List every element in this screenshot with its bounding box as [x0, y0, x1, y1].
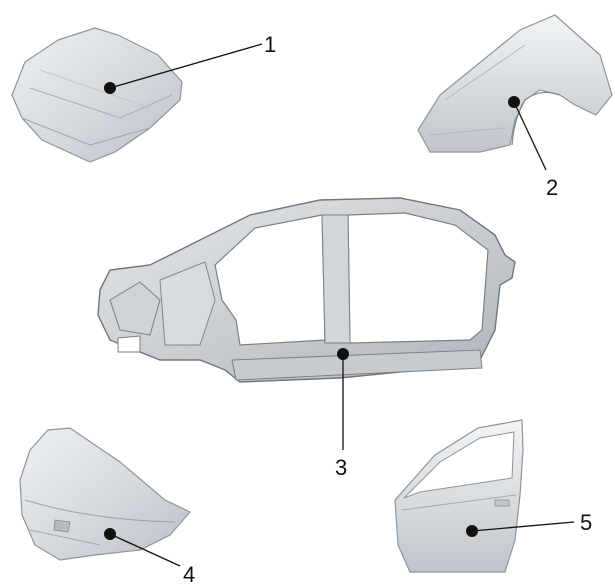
trunk-lid-panel — [20, 428, 190, 560]
body-side-frame-panel — [98, 198, 515, 382]
front-fender-panel — [418, 15, 612, 152]
callout-number: 2 — [546, 175, 558, 200]
callout-number: 5 — [580, 510, 592, 535]
callout-number: 1 — [264, 32, 276, 57]
hood-panel — [12, 28, 182, 162]
front-door-panel — [395, 420, 523, 572]
callout-number: 3 — [335, 455, 347, 480]
callout-number: 4 — [183, 562, 195, 585]
